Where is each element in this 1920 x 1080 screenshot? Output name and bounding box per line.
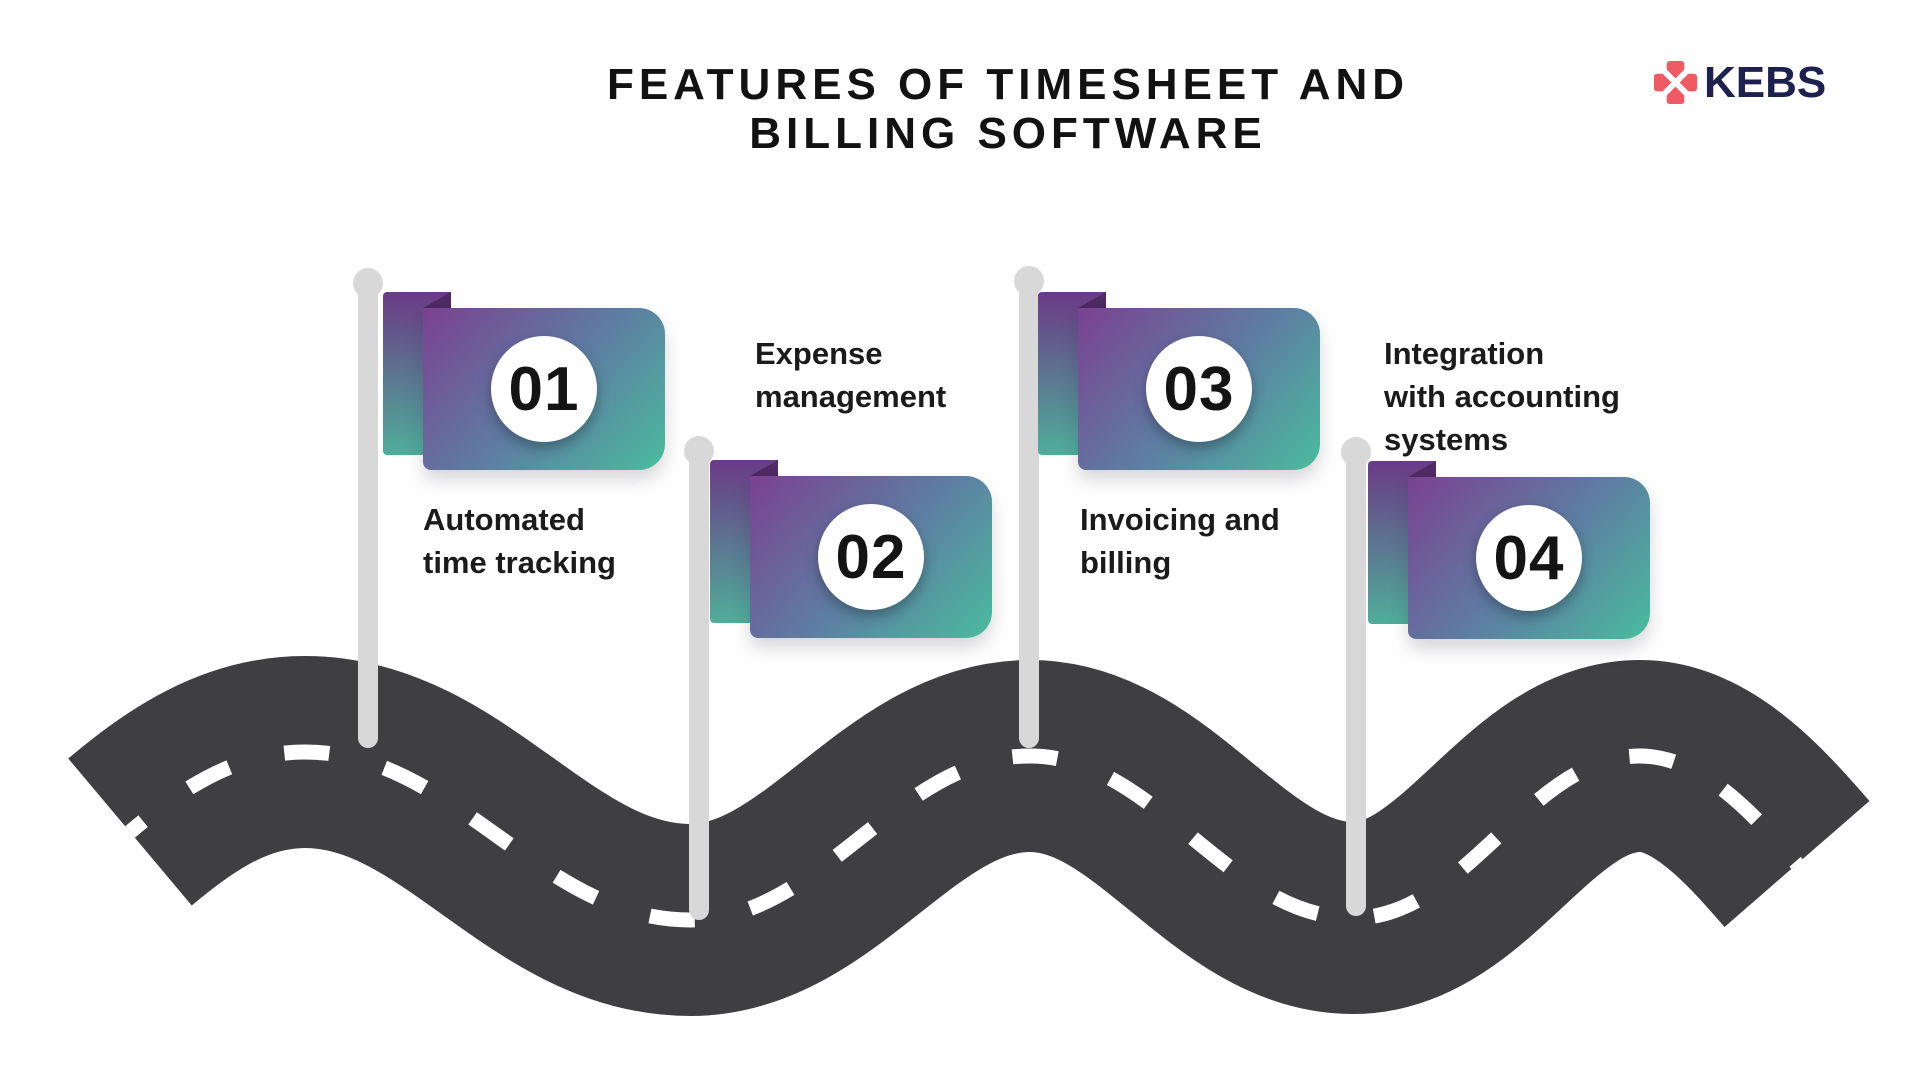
label-line: Integration — [1384, 336, 1545, 371]
label-line: billing — [1080, 545, 1172, 580]
pole-shaft — [358, 283, 378, 748]
flag-panel: 01 — [423, 308, 665, 470]
label-line: management — [755, 379, 947, 414]
milestone-number-circle: 01 — [491, 336, 597, 442]
pole-cap — [1341, 437, 1371, 467]
label-line: Automated — [423, 502, 585, 537]
road-surface — [68, 655, 1870, 1017]
kebs-plus-icon — [1652, 59, 1699, 106]
milestone-number-circle: 02 — [818, 504, 924, 610]
label-line: Expense — [755, 336, 883, 371]
page-title-line-2: BILLING SOFTWARE — [749, 109, 1267, 158]
pole-cap — [1014, 266, 1044, 296]
page-title-line-1: FEATURES OF TIMESHEET AND — [606, 60, 1410, 109]
milestone-3-label: Invoicing and billing — [1080, 498, 1280, 584]
milestone-number-circle: 03 — [1146, 336, 1252, 442]
milestone-1-label: Automated time tracking — [423, 498, 616, 584]
kebs-logo-text: KEBS — [1704, 58, 1827, 107]
label-line: systems — [1384, 422, 1509, 457]
flag-panel: 03 — [1078, 308, 1320, 470]
flag-fold — [1078, 292, 1106, 308]
milestone-number: 04 — [1493, 523, 1565, 593]
milestone-number: 01 — [508, 354, 580, 424]
label-line: time tracking — [423, 545, 616, 580]
flag-fold — [423, 292, 451, 308]
label-line: Invoicing and — [1080, 502, 1280, 537]
flag-fold — [750, 460, 778, 476]
milestone-number: 02 — [835, 522, 907, 592]
flag-fold — [1408, 461, 1436, 477]
kebs-logo: KEBS — [1652, 59, 1826, 106]
flag-panel: 04 — [1408, 477, 1650, 639]
milestone-4-label: Integration with accounting systems — [1384, 332, 1620, 461]
milestone-2-label: Expense management — [755, 332, 946, 418]
pole-shaft — [1346, 452, 1366, 916]
pole-cap — [353, 268, 383, 298]
pole-shaft — [1019, 281, 1039, 748]
milestone-number: 03 — [1163, 354, 1235, 424]
pole-shaft — [689, 451, 709, 920]
label-line: with accounting — [1384, 379, 1620, 414]
page-title: FEATURES OF TIMESHEET AND BILLING SOFTWA… — [607, 60, 1409, 158]
flag-panel: 02 — [750, 476, 992, 638]
milestone-number-circle: 04 — [1476, 505, 1582, 611]
pole-cap — [684, 436, 714, 466]
